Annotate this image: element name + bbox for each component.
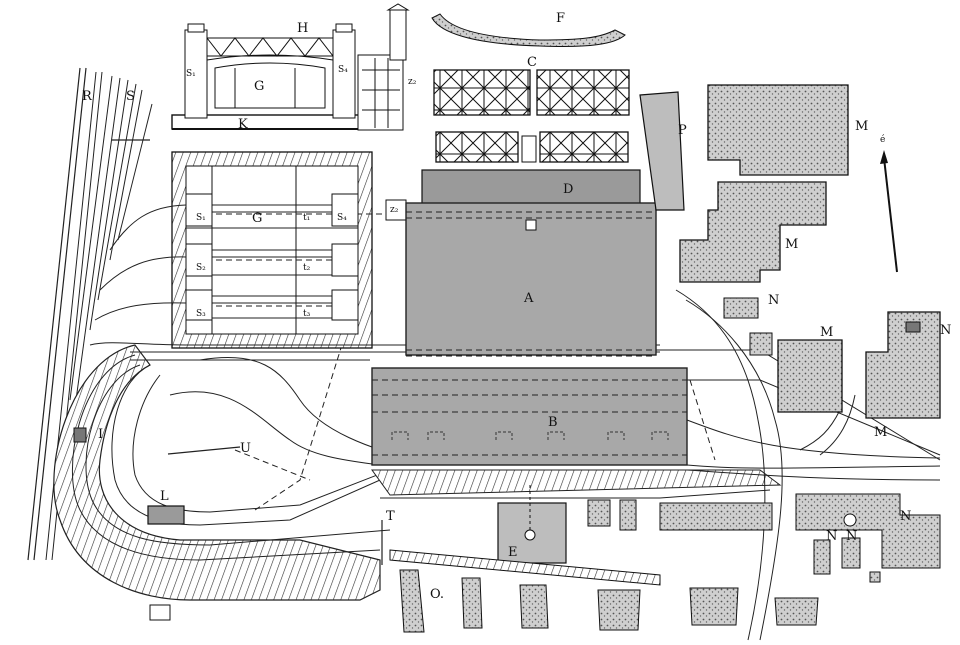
label-C: C [527, 55, 537, 70]
label-s2-plan: S₂ [196, 263, 206, 273]
north-arrow-icon: é [880, 134, 898, 273]
label-S: S [126, 89, 135, 104]
carriage-shed-plan: G S₁ S₂ S₃ S₄ t₁ t₂ t₃ z₂ [171, 151, 420, 349]
right-approach-tracks [656, 289, 941, 641]
label-N3: N [826, 529, 837, 544]
signal-box [73, 427, 87, 443]
label-s4-plan: S₄ [337, 213, 347, 223]
mound-F: F [431, 11, 626, 47]
label-T: T [386, 509, 395, 524]
station-hall-A: A [405, 202, 657, 357]
label-t3: t₃ [303, 309, 311, 319]
label-s1-plan: S₁ [196, 213, 206, 223]
label-E: E [508, 545, 518, 560]
label-M3: M [820, 325, 833, 340]
label-z2-elevation: z₂ [408, 77, 417, 87]
label-s3-plan: S₃ [196, 309, 206, 319]
label-I: I [98, 427, 103, 442]
label-B: B [548, 415, 558, 430]
label-U: U [240, 441, 251, 456]
label-G-elevation: G [254, 79, 264, 94]
carriage-shed-elevation: G H K S₁ S₄ z₂ [171, 3, 417, 132]
buildings-M: M M M M [679, 84, 941, 440]
buildings-O: O. [149, 549, 819, 633]
label-s4-elevation: S₄ [338, 65, 348, 75]
label-s1-elevation: S₁ [186, 69, 196, 79]
label-K: K [238, 117, 248, 132]
label-N5: N [900, 509, 911, 524]
buildings-N: N N N N N [587, 293, 951, 583]
label-M4: M [874, 425, 887, 440]
label-L: L [160, 489, 169, 504]
label-N1: N [768, 293, 779, 308]
label-R: R [82, 89, 93, 104]
embankment-loop [53, 344, 391, 601]
label-M1: M [855, 119, 868, 134]
label-P: P [678, 123, 687, 138]
label-D: D [563, 182, 573, 197]
building-D: D [421, 169, 641, 206]
label-z2-plan: z₂ [390, 205, 399, 215]
main-line-tracks [27, 67, 153, 561]
label-N2: N [940, 323, 951, 338]
label-F: F [556, 11, 565, 26]
court-E: E [497, 485, 567, 564]
building-P: P [639, 91, 687, 211]
building-L: L [147, 489, 185, 525]
station-hall-B: B [371, 367, 688, 466]
label-H: H [297, 21, 308, 36]
label-N4: N [846, 529, 857, 544]
label-G-plan: G [252, 211, 262, 226]
structures-C: C [433, 55, 630, 163]
label-O: O. [430, 587, 444, 602]
forecourt-T: T U [240, 441, 782, 565]
label-t2: t₂ [303, 263, 311, 273]
label-t1: t₁ [303, 213, 310, 223]
label-M2: M [785, 237, 798, 252]
label-north: é [880, 134, 885, 145]
label-A: A [523, 291, 534, 306]
